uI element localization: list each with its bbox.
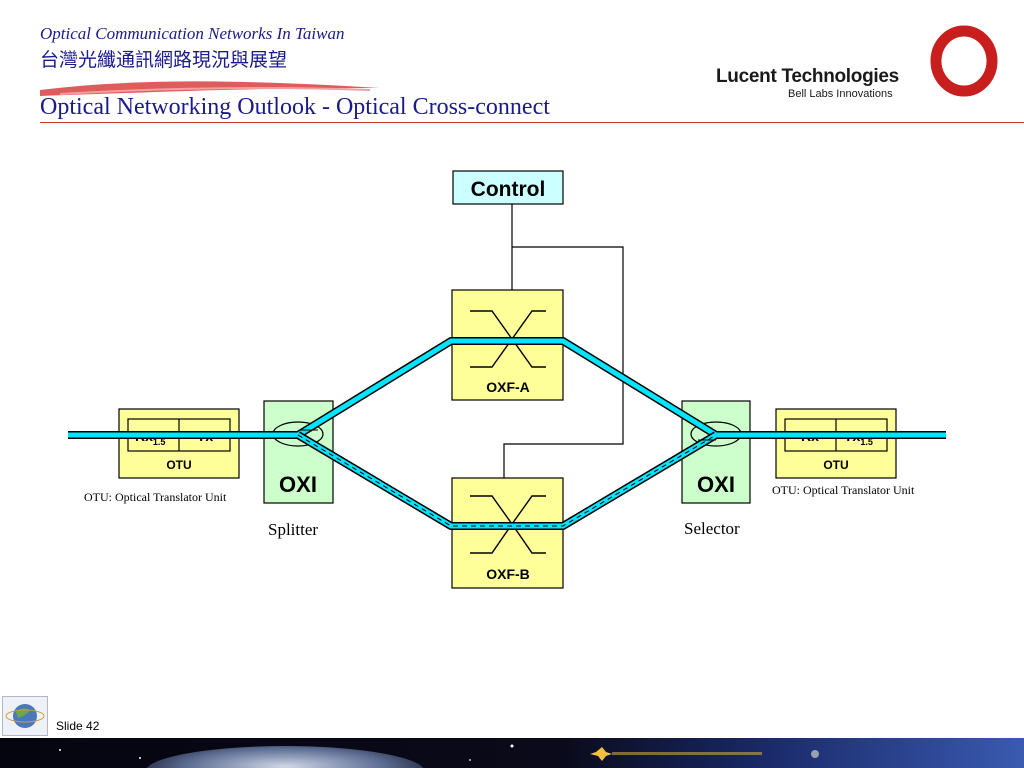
brush-stroke-decoration xyxy=(40,81,380,96)
fiber-protection-path xyxy=(295,431,719,530)
oxi-left-label: OXI xyxy=(279,472,317,497)
otu-left-rx-sub: 1.5 xyxy=(153,437,166,447)
control-wires xyxy=(503,204,624,478)
otu-right-tx-sub: 1.5 xyxy=(860,437,873,447)
title-rule xyxy=(40,122,1024,123)
otu-note-left: OTU: Optical Translator Unit xyxy=(84,490,227,504)
otu-right-box: Rx Tx1.5 OTU xyxy=(775,408,897,479)
otu-note-right: OTU: Optical Translator Unit xyxy=(772,483,915,497)
slide-number: Slide 42 xyxy=(56,719,100,733)
otu-left-box: Rx1.5 Tx OTU xyxy=(118,408,240,479)
presentation-subtitle: Optical Communication Networks In Taiwan xyxy=(40,24,345,43)
selector-caption: Selector xyxy=(684,519,740,538)
otu-right-label: OTU xyxy=(823,458,848,472)
control-box: Control xyxy=(452,170,564,205)
globe-logo-icon xyxy=(2,696,48,736)
oxf-b-label: OXF-B xyxy=(486,566,530,582)
control-label: Control xyxy=(471,178,546,201)
brand-tagline: Bell Labs Innovations xyxy=(788,88,893,100)
brand-name: Lucent Technologies xyxy=(716,66,899,87)
presentation-subtitle-chinese: 台灣光纖通訊網路現況與展望 xyxy=(40,49,288,71)
fiber-working-path xyxy=(68,337,946,439)
slide-title: Optical Networking Outlook - Optical Cro… xyxy=(40,94,550,120)
splitter-caption: Splitter xyxy=(268,520,319,539)
footer-space-banner xyxy=(0,738,1024,768)
otu-left-label: OTU xyxy=(166,458,191,472)
oxf-b-box: OXF-B xyxy=(451,477,564,589)
oxi-right-label: OXI xyxy=(697,472,735,497)
lucent-ring-logo xyxy=(930,25,998,97)
oxf-a-label: OXF-A xyxy=(486,379,530,395)
